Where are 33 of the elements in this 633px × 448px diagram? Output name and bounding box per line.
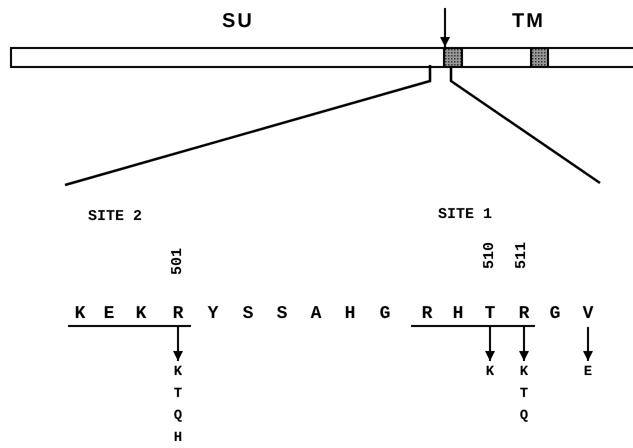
protein-bar xyxy=(10,47,633,68)
residue-number: 510 xyxy=(481,242,498,270)
subunit-label: SU xyxy=(222,10,254,33)
residue-letter: H xyxy=(343,304,357,324)
substitution-letters: K T Q H xyxy=(172,361,184,448)
site-label: SITE 2 xyxy=(88,208,142,225)
residue-letter: Y xyxy=(206,304,220,324)
arrow xyxy=(583,327,593,361)
subunit-label: TM xyxy=(512,10,545,33)
arrow xyxy=(485,327,495,361)
residue-letter: A xyxy=(309,304,323,324)
residue-letter: R xyxy=(171,304,185,324)
residue-letter: G xyxy=(378,304,392,324)
residue-letter: E xyxy=(102,304,116,324)
residue-letter: T xyxy=(483,304,497,324)
residue-letter: K xyxy=(73,304,87,324)
residue-letter: S xyxy=(241,304,255,324)
residue-number: 511 xyxy=(513,242,530,270)
residue-letter: R xyxy=(420,304,434,324)
residue-letter: V xyxy=(581,304,595,324)
substitution-letters: E xyxy=(582,361,594,383)
residue-letter: G xyxy=(548,304,562,324)
residue-letter: H xyxy=(451,304,465,324)
residue-letter: R xyxy=(517,304,531,324)
arrow xyxy=(519,327,529,361)
substitution-letters: K xyxy=(484,361,496,383)
substitution-letters: K T Q xyxy=(518,361,530,427)
residue-letter: K xyxy=(134,304,148,324)
residue-number: 501 xyxy=(169,248,186,276)
arrow xyxy=(440,8,450,47)
arrow xyxy=(173,327,183,361)
residue-letter: S xyxy=(275,304,289,324)
site-label: SITE 1 xyxy=(438,206,492,223)
